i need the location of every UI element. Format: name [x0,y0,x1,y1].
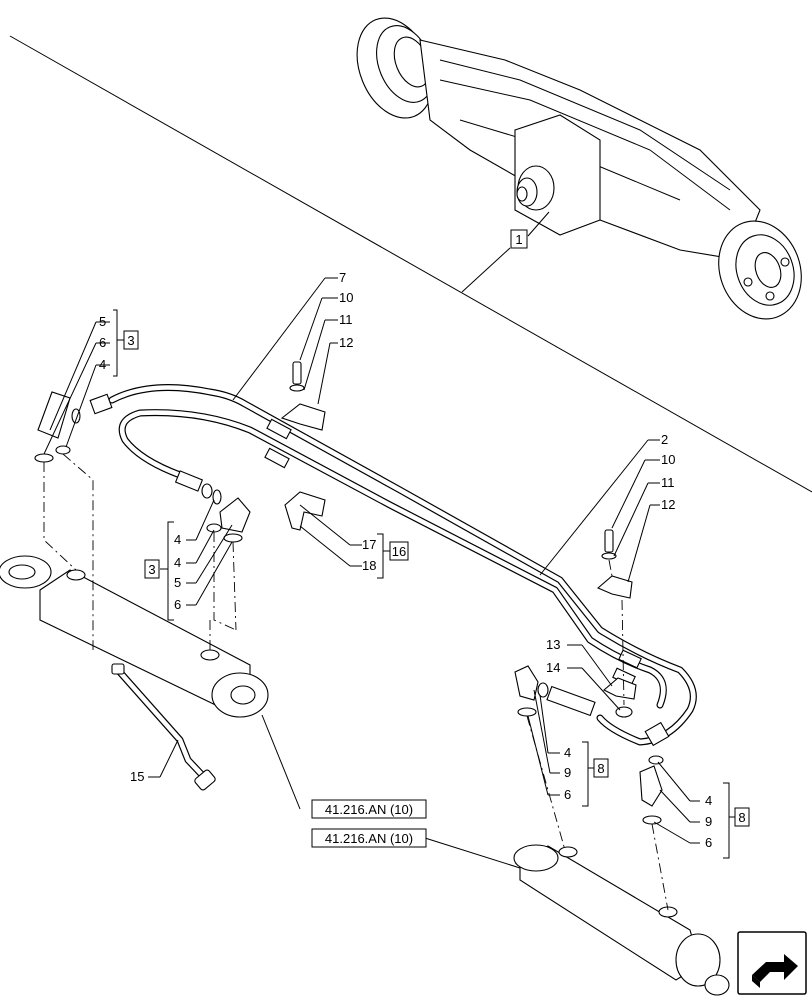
reference-box-1 [311,799,427,819]
lower-cylinder [513,844,730,996]
callout-12-upper: 12 [339,335,353,350]
reference-box-2 [311,828,427,848]
callout-10-right: 10 [661,452,675,467]
right-fittings [514,665,664,825]
callout-15: 15 [130,769,144,784]
callout-5-upper: 5 [99,314,106,329]
callout-4-center: 4 [564,745,571,760]
callout-6-right: 6 [705,835,712,850]
callout-box-3-upper [123,330,139,350]
callout-box-16 [389,541,409,561]
callout-9-center: 9 [564,765,571,780]
callout-17: 17 [362,537,376,552]
callout-10-upper: 10 [339,290,353,305]
callout-1: 1 [515,232,522,247]
axle-illustration [9,17,812,493]
callout-8-right: 8 [738,810,745,825]
callout-box-1 [510,229,528,249]
callout-4-lower-a: 4 [174,532,181,547]
callout-4-right: 4 [705,793,712,808]
reference-label-1[interactable]: 41.216.AN (10) [325,802,413,817]
callout-labels: 1 7 10 11 12 5 6 4 3 4 4 5 6 3 17 18 16 … [99,229,750,850]
callout-16: 16 [392,544,406,559]
callout-box-8-center [593,758,609,778]
callout-6-center: 6 [564,787,571,802]
callout-9-right: 9 [705,814,712,829]
callout-8-center: 8 [597,761,604,776]
upper-cylinder [0,555,269,718]
next-page-arrow-icon[interactable] [737,931,807,995]
reference-label-2[interactable]: 41.216.AN (10) [325,831,413,846]
callout-6-upper: 6 [99,335,106,350]
callout-3-lower: 3 [148,562,155,577]
callout-12-right: 12 [661,497,675,512]
callout-4-lower-b: 4 [174,555,181,570]
callout-2: 2 [661,432,668,447]
callout-6-lower: 6 [174,597,181,612]
callout-11-upper: 11 [339,312,353,327]
tube-15 [111,663,216,791]
callout-7: 7 [339,270,346,285]
callout-14: 14 [546,660,560,675]
leader-lines [43,277,735,869]
pipe-clamps [280,361,637,718]
callout-box-3-lower [144,559,160,579]
callout-box-8-right [734,807,750,827]
callout-11-right: 11 [661,475,675,490]
alignment-lines [43,453,669,911]
callout-18: 18 [362,558,376,573]
callout-5-lower: 5 [174,575,181,590]
callout-13: 13 [546,637,560,652]
hydraulic-pipes [89,384,697,747]
callout-3-upper: 3 [127,333,134,348]
callout-4-upper: 4 [99,357,106,372]
